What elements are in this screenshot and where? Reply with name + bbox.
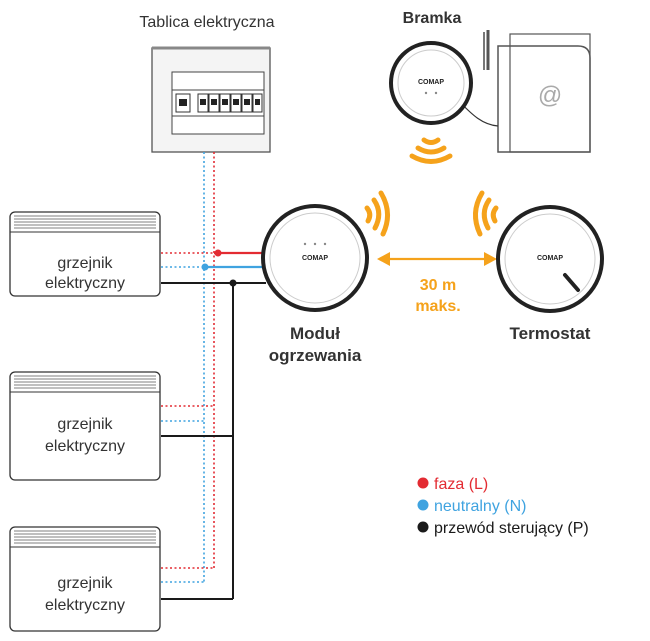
legend-label-pilot: przewód sterujący (P) — [434, 520, 589, 537]
heater-2-label-line1: grzejnik — [57, 416, 113, 433]
heater-3: grzejnik elektryczny — [9, 526, 161, 632]
module-label-line2: ogrzewania — [269, 346, 362, 365]
legend-item-pilot: przewód sterujący (P) — [417, 520, 589, 537]
heating-module: COMAP — [261, 204, 369, 312]
router: @ — [483, 30, 591, 153]
legend-item-neutral: neutralny (N) — [417, 498, 526, 515]
thermostat-device: COMAP — [496, 205, 604, 313]
module-logo: COMAP — [302, 255, 328, 262]
at-icon: @ — [538, 82, 562, 109]
heater-3-label-line1: grzejnik — [57, 575, 113, 592]
legend-label-phase: faza (L) — [434, 476, 488, 493]
gateway-title: Bramka — [403, 10, 462, 27]
gateway-logo: COMAP — [418, 79, 444, 86]
heater-1-label-line1: grzejnik — [57, 255, 113, 272]
distance-arrow — [377, 252, 497, 266]
heater-1-label-line2: elektryczny — [45, 275, 125, 292]
gateway-device: COMAP — [389, 41, 473, 125]
panel-title: Tablica elektryczna — [139, 14, 274, 31]
thermostat-label: Termostat — [510, 324, 591, 343]
heater-2: grzejnik elektryczny — [9, 371, 161, 481]
circuit-breakers — [175, 93, 263, 113]
distance-value: 30 m — [420, 277, 456, 294]
heater-2-label-line2: elektryczny — [45, 438, 125, 455]
heater-1: grzejnik elektryczny — [9, 211, 161, 297]
thermostat-logo: COMAP — [537, 255, 563, 262]
electrical-panel — [151, 46, 271, 153]
distance-max: maks. — [415, 298, 460, 315]
gateway-wifi-icon — [409, 137, 453, 164]
legend: faza (L) neutralny (N) przewód sterujący… — [417, 476, 589, 537]
legend-item-phase: faza (L) — [417, 476, 488, 493]
module-label-line1: Moduł — [290, 324, 340, 343]
module-wifi-icon — [364, 190, 390, 237]
legend-label-neutral: neutralny (N) — [434, 498, 526, 515]
wiring — [161, 152, 266, 600]
heater-3-label-line2: elektryczny — [45, 597, 125, 614]
thermostat-wifi-icon — [473, 190, 499, 237]
